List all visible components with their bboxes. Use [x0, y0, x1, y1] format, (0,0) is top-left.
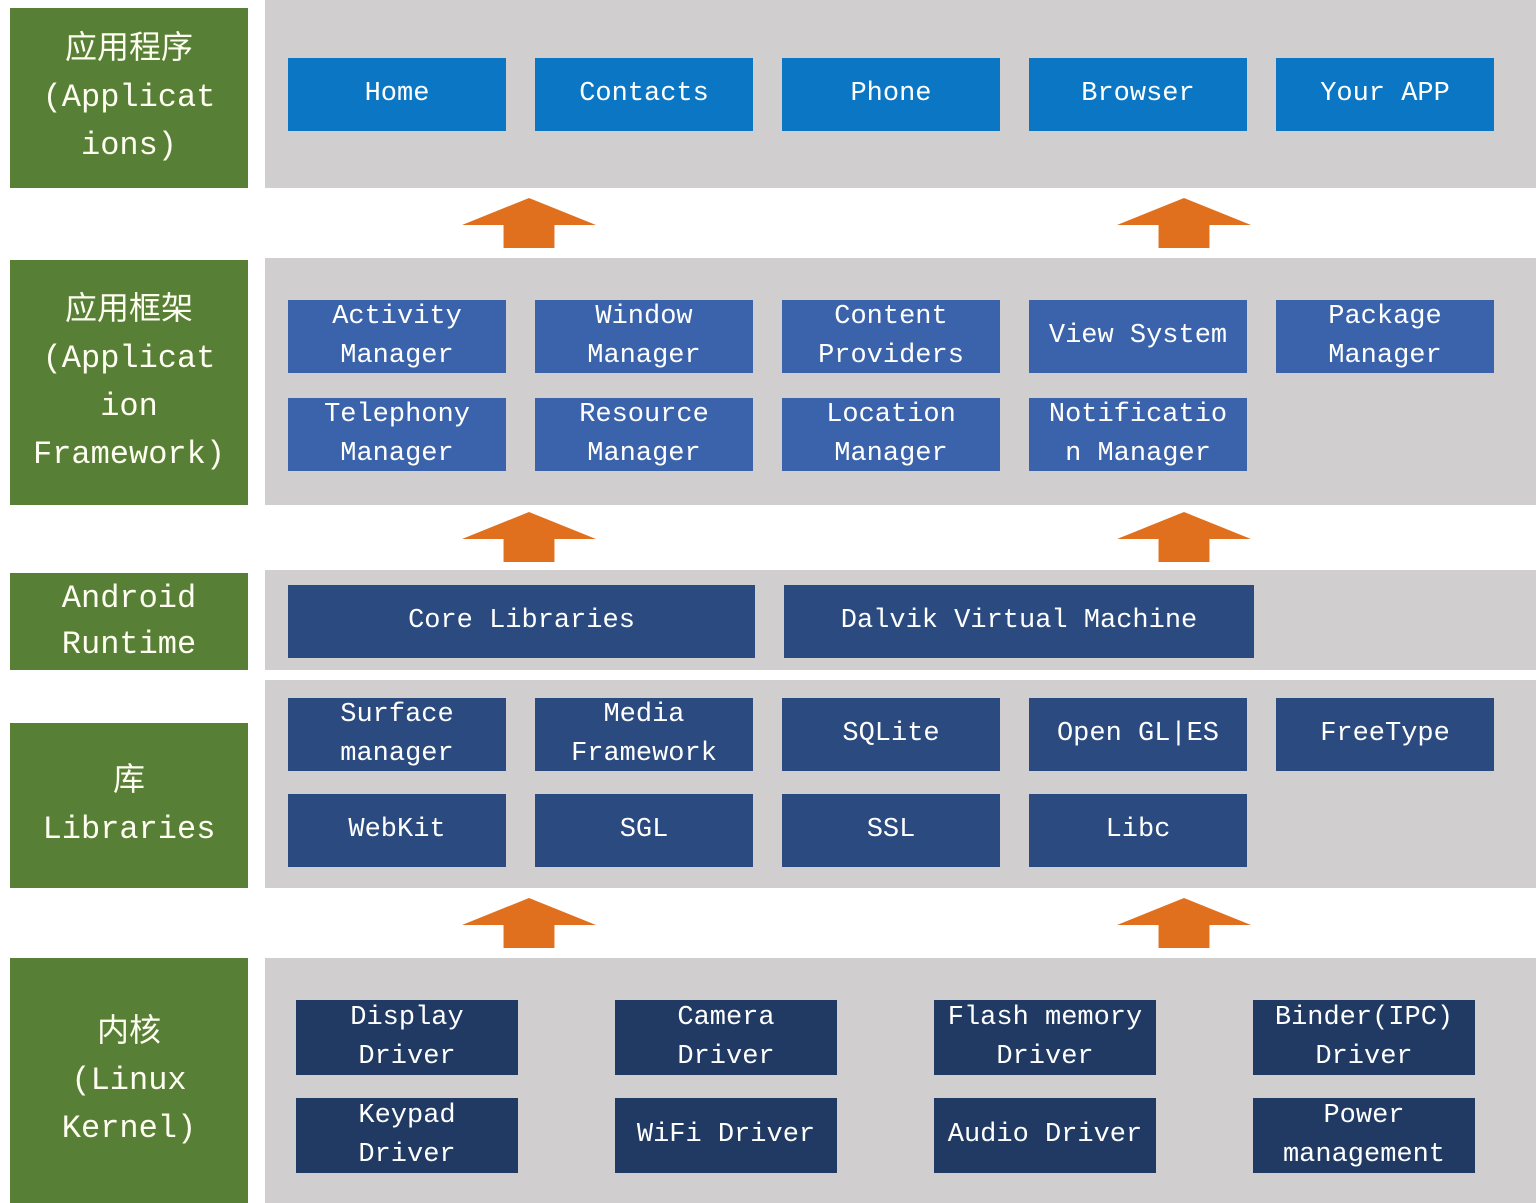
- framework-row-1: Activity Manager Window Manager Content …: [265, 300, 1536, 373]
- up-arrow-icon: [462, 512, 596, 562]
- layer-label-line: Framework): [32, 435, 226, 473]
- block-media-framework: Media Framework: [535, 698, 753, 771]
- block-resource-manager: Resource Manager: [535, 398, 753, 471]
- block-ssl: SSL: [782, 794, 1000, 867]
- layer-label-line: ions): [80, 127, 177, 164]
- block-surface-manager: Surface manager: [288, 698, 506, 771]
- layer-label-runtime: Android Runtime: [10, 573, 248, 670]
- block-notification-manager: Notification Manager: [1029, 398, 1247, 471]
- panel-libraries: Surface manager Media Framework SQLite O…: [265, 680, 1536, 888]
- applications-row: Home Contacts Phone Browser Your APP: [265, 57, 1536, 131]
- block-content-providers: Content Providers: [782, 300, 1000, 373]
- up-arrow-icon: [462, 198, 596, 248]
- block-wifi-driver: WiFi Driver: [615, 1098, 837, 1173]
- block-open-gl-es: Open GL|ES: [1029, 698, 1247, 771]
- panel-applications: Home Contacts Phone Browser Your APP: [265, 0, 1536, 188]
- layer-label-line: 内核: [96, 1013, 161, 1051]
- block-activity-manager: Activity Manager: [288, 300, 506, 373]
- block-freetype: FreeType: [1276, 698, 1494, 771]
- runtime-row: Core Libraries Dalvik Virtual Machine: [265, 585, 1536, 658]
- layer-label-line: Android: [61, 579, 197, 617]
- layer-label-line: Runtime: [61, 625, 197, 663]
- block-libc: Libc: [1029, 794, 1247, 867]
- block-keypad-driver: Keypad Driver: [296, 1098, 518, 1173]
- block-location-manager: Location Manager: [782, 398, 1000, 471]
- block-sgl: SGL: [535, 794, 753, 867]
- layer-label-kernel: 内核 (Linux Kernel): [10, 958, 248, 1203]
- layer-label-line: Kernel): [61, 1109, 197, 1147]
- panel-runtime: Core Libraries Dalvik Virtual Machine: [265, 570, 1536, 670]
- block-phone: Phone: [782, 57, 1000, 131]
- panel-kernel: Display Driver Camera Driver Flash memor…: [265, 958, 1536, 1203]
- block-package-manager: Package Manager: [1276, 300, 1494, 373]
- block-home: Home: [288, 57, 506, 131]
- libraries-row-1: Surface manager Media Framework SQLite O…: [265, 698, 1536, 771]
- layer-label-line: 库: [112, 762, 145, 800]
- libraries-row-2: WebKit SGL SSL Libc: [265, 794, 1536, 867]
- layer-label-line: ion: [100, 387, 158, 425]
- layer-label-line: (Applicat: [42, 339, 216, 377]
- block-flash-memory-driver: Flash memory Driver: [934, 1000, 1156, 1075]
- block-display-driver: Display Driver: [296, 1000, 518, 1075]
- panel-framework: Activity Manager Window Manager Content …: [265, 258, 1536, 505]
- block-camera-driver: Camera Driver: [615, 1000, 837, 1075]
- block-contacts: Contacts: [535, 57, 753, 131]
- block-view-system: View System: [1029, 300, 1247, 373]
- block-dalvik-virtual-machine: Dalvik Virtual Machine: [784, 585, 1254, 658]
- block-webkit: WebKit: [288, 794, 506, 867]
- layer-label-line: (Linux: [71, 1061, 187, 1099]
- block-telephony-manager: Telephony Manager: [288, 398, 506, 471]
- block-audio-driver: Audio Driver: [934, 1098, 1156, 1173]
- block-window-manager: Window Manager: [535, 300, 753, 373]
- framework-row-2: Telephony Manager Resource Manager Locat…: [265, 398, 1536, 471]
- up-arrow-icon: [1117, 198, 1251, 248]
- layer-label-line: 应用程序: [64, 31, 193, 68]
- block-binder-ipc-driver: Binder(IPC) Driver: [1253, 1000, 1475, 1075]
- block-core-libraries: Core Libraries: [288, 585, 755, 658]
- layer-label-libraries: 库 Libraries: [10, 723, 248, 888]
- up-arrow-icon: [462, 898, 596, 948]
- up-arrow-icon: [1117, 898, 1251, 948]
- layer-label-framework: 应用框架 (Applicat ion Framework): [10, 260, 248, 505]
- kernel-row-2: Keypad Driver WiFi Driver Audio Driver P…: [265, 1098, 1536, 1173]
- layer-label-line: (Applicat: [42, 79, 216, 116]
- block-power-management: Power management: [1253, 1098, 1475, 1173]
- up-arrow-icon: [1117, 512, 1251, 562]
- block-browser: Browser: [1029, 57, 1247, 131]
- block-your-app: Your APP: [1276, 57, 1494, 131]
- layer-label-applications: 应用程序 (Applicat ions): [10, 8, 248, 188]
- block-sqlite: SQLite: [782, 698, 1000, 771]
- layer-label-line: 应用框架: [64, 291, 193, 329]
- layer-label-line: Libraries: [42, 810, 216, 848]
- kernel-row-1: Display Driver Camera Driver Flash memor…: [265, 1000, 1536, 1075]
